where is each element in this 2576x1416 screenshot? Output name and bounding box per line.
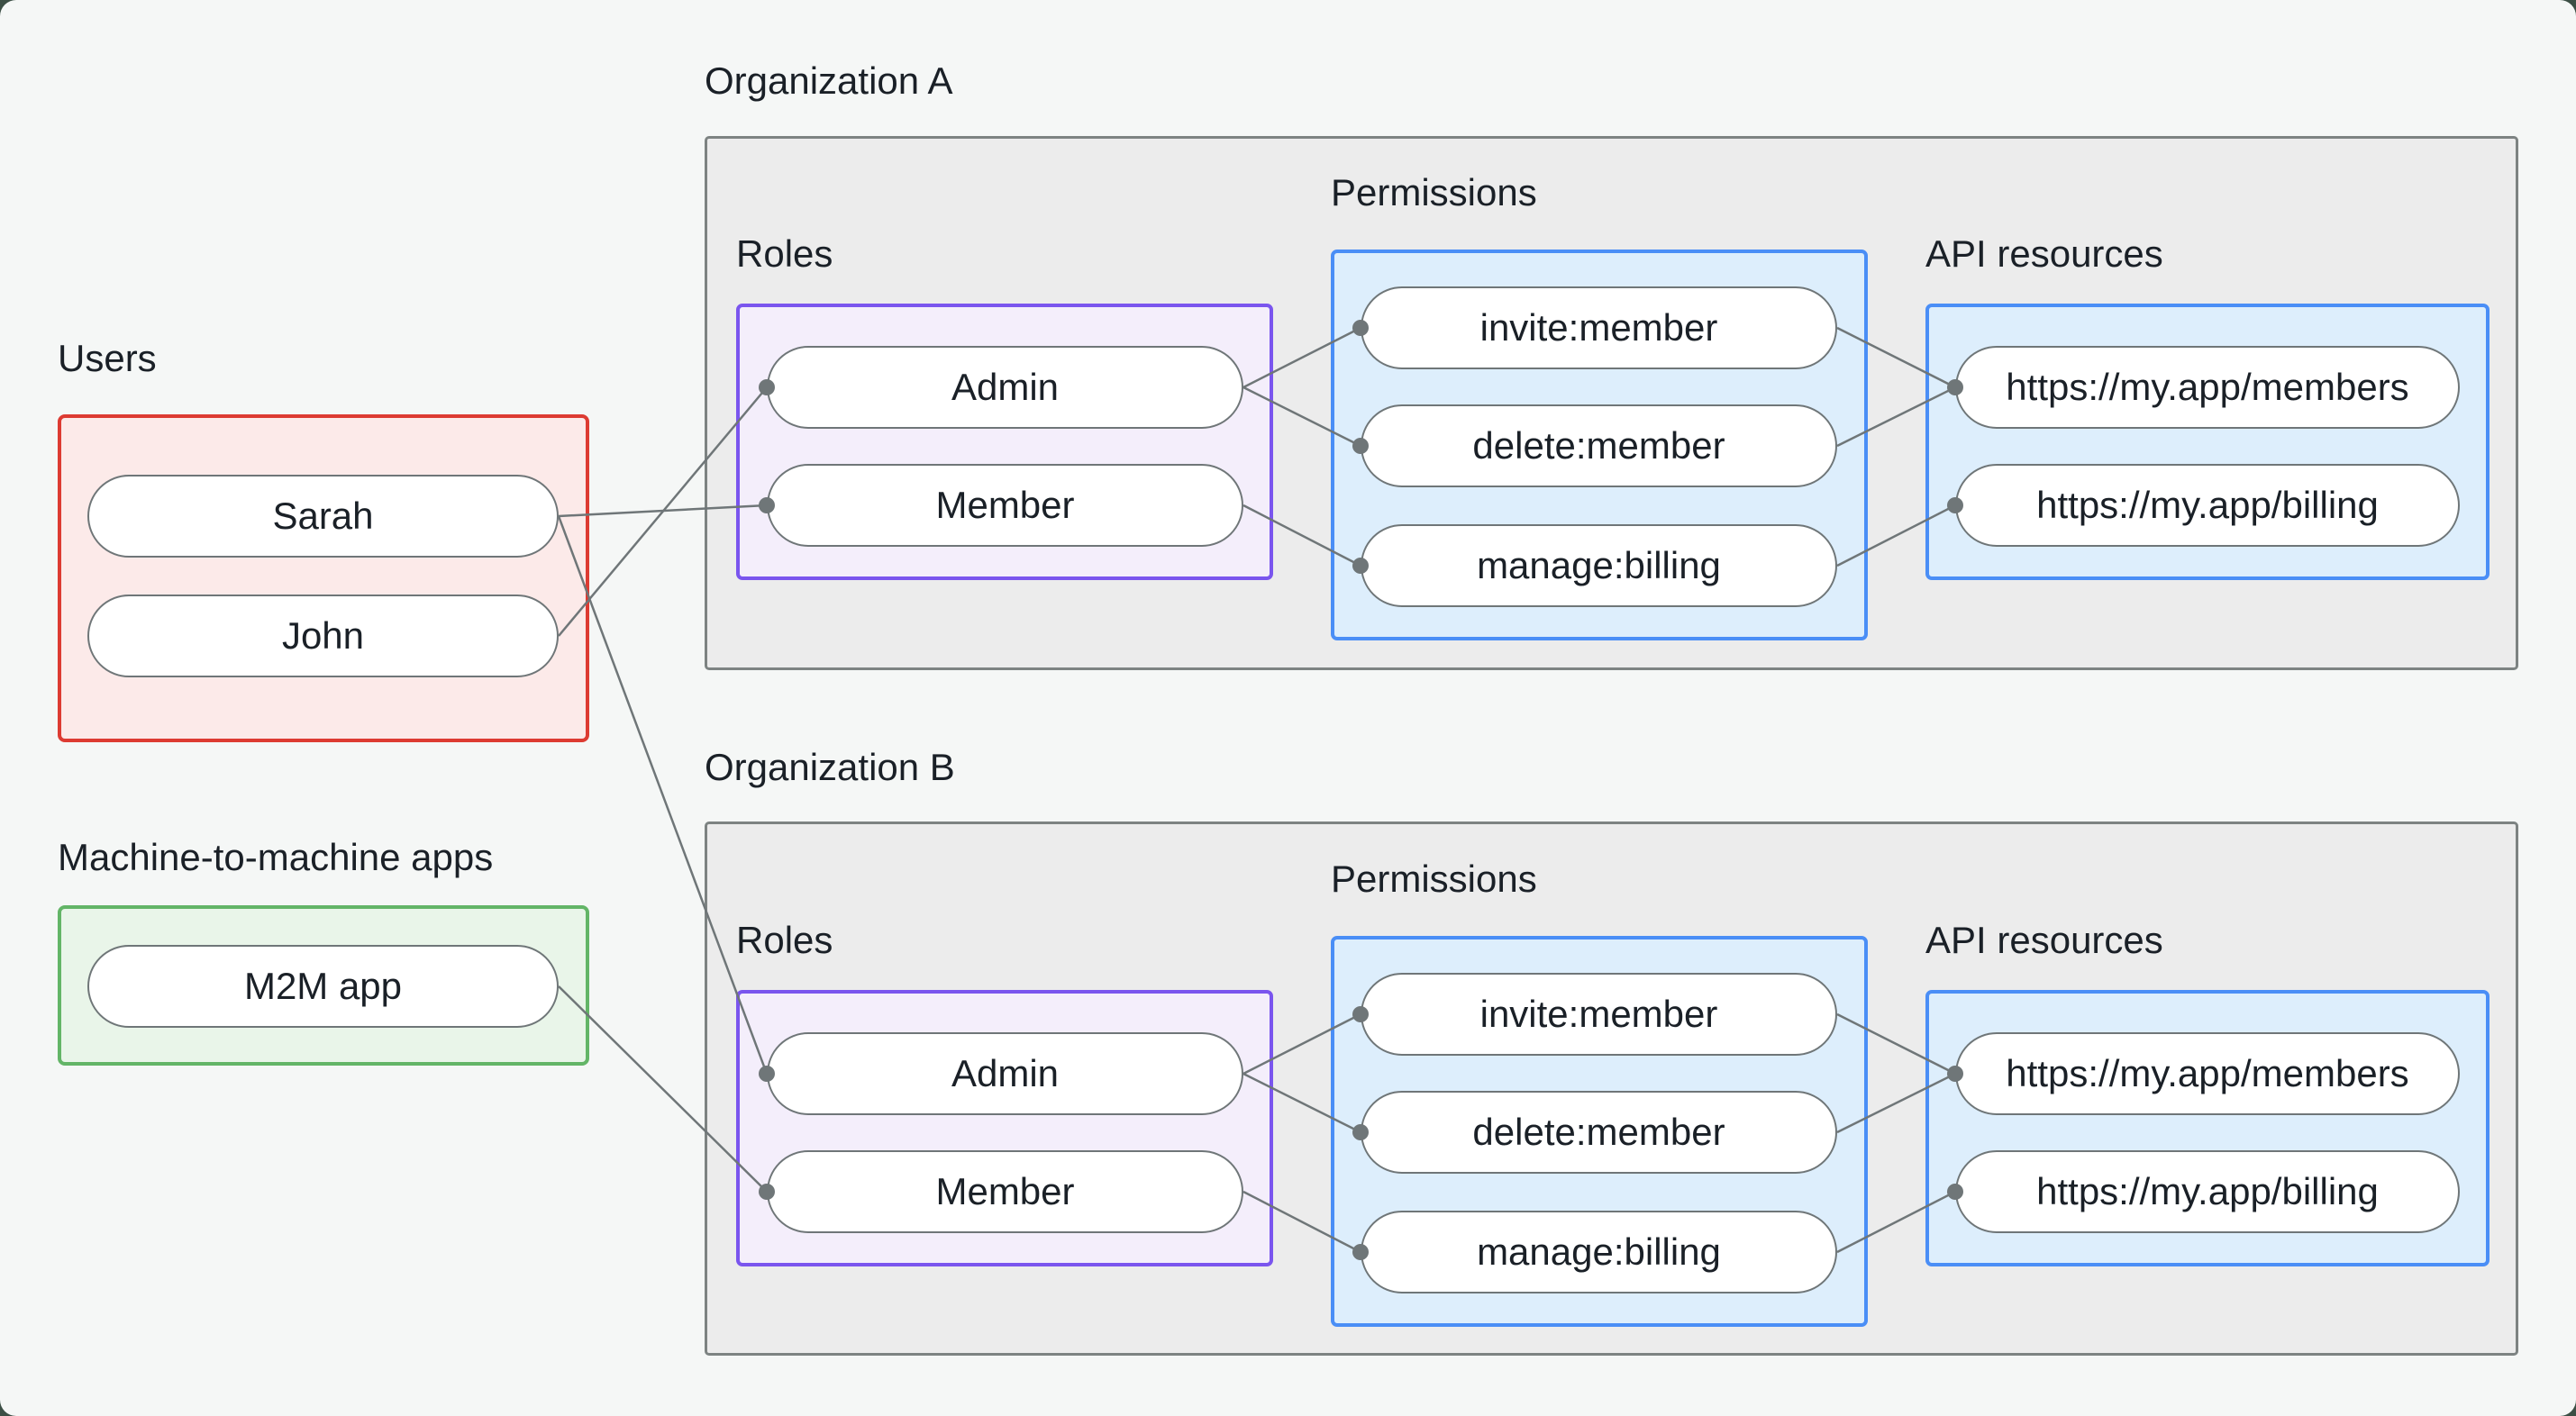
org-a-permission-delete-member: delete:member bbox=[1361, 404, 1837, 487]
m2m-label: Machine-to-machine apps bbox=[58, 836, 494, 878]
user-node-sarah: Sarah bbox=[87, 475, 559, 558]
org-a-roles-label: Roles bbox=[736, 232, 833, 275]
org-b-api-label: API resources bbox=[1925, 919, 2163, 961]
permission-label: delete:member bbox=[1472, 1111, 1725, 1153]
permission-label: delete:member bbox=[1472, 424, 1725, 467]
users-group-box bbox=[58, 414, 589, 742]
permission-label: manage:billing bbox=[1477, 1230, 1721, 1273]
user-node-label: Sarah bbox=[272, 495, 374, 537]
org-a-api-members: https://my.app/members bbox=[1955, 346, 2460, 429]
permission-label: manage:billing bbox=[1477, 544, 1721, 586]
m2m-app-node: M2M app bbox=[87, 945, 559, 1028]
org-a-api-billing: https://my.app/billing bbox=[1955, 464, 2460, 547]
permission-label: invite:member bbox=[1479, 993, 1718, 1035]
api-resource-label: https://my.app/billing bbox=[2036, 1170, 2379, 1212]
api-resource-label: https://my.app/members bbox=[2006, 1052, 2409, 1094]
org-b-permission-invite-member: invite:member bbox=[1361, 973, 1837, 1056]
org-b-title: Organization B bbox=[705, 746, 955, 788]
role-label: Admin bbox=[951, 366, 1060, 408]
org-b-api-members: https://my.app/members bbox=[1955, 1032, 2460, 1115]
m2m-node-label: M2M app bbox=[243, 965, 403, 1007]
user-node-john: John bbox=[87, 595, 559, 677]
api-resource-label: https://my.app/members bbox=[2006, 366, 2409, 408]
org-a-permission-invite-member: invite:member bbox=[1361, 286, 1837, 369]
api-resource-label: https://my.app/billing bbox=[2036, 484, 2379, 526]
org-b-roles-label: Roles bbox=[736, 919, 833, 961]
users-label: Users bbox=[58, 337, 157, 379]
org-a-permission-manage-billing: manage:billing bbox=[1361, 524, 1837, 607]
org-b-role-member: Member bbox=[767, 1150, 1243, 1233]
role-label: Admin bbox=[951, 1052, 1060, 1094]
org-b-permission-delete-member: delete:member bbox=[1361, 1091, 1837, 1174]
org-a-permissions-label: Permissions bbox=[1331, 171, 1537, 213]
org-a-role-admin: Admin bbox=[767, 346, 1243, 429]
org-a-role-member: Member bbox=[767, 464, 1243, 547]
org-b-permission-manage-billing: manage:billing bbox=[1361, 1211, 1837, 1293]
role-label: Member bbox=[935, 484, 1075, 526]
permission-label: invite:member bbox=[1479, 306, 1718, 349]
org-b-permissions-label: Permissions bbox=[1331, 858, 1537, 900]
org-a-title: Organization A bbox=[705, 59, 953, 102]
role-label: Member bbox=[935, 1170, 1075, 1212]
org-b-api-billing: https://my.app/billing bbox=[1955, 1150, 2460, 1233]
user-node-label: John bbox=[281, 614, 365, 657]
org-b-role-admin: Admin bbox=[767, 1032, 1243, 1115]
org-a-api-label: API resources bbox=[1925, 232, 2163, 275]
